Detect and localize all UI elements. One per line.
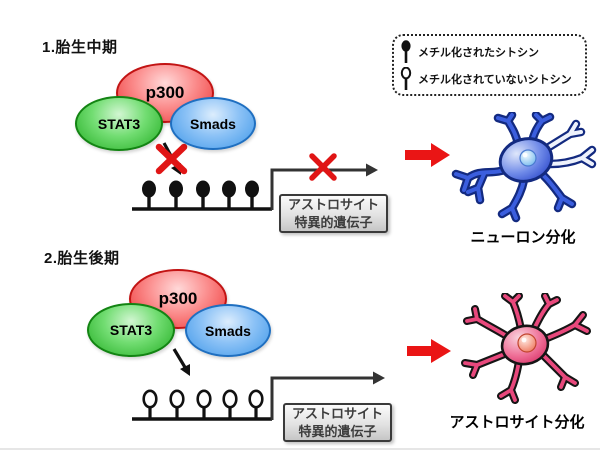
stat3-label: STAT3 [109, 322, 153, 338]
gene-box-line1: アストロサイト [291, 406, 383, 422]
binding-arrow-active [172, 348, 190, 376]
methylated-cytosine-icons [142, 180, 259, 209]
methylated-cytosine-icon [401, 39, 411, 63]
unmethylated-cytosine-icon [196, 389, 212, 419]
unmethylated-cytosine-icons [142, 389, 264, 419]
red-block-arrow-icon [407, 339, 451, 363]
methylated-cytosine-icon [245, 180, 259, 209]
astrocyte-gene-box: アストロサイト 特異的遺伝子 [279, 194, 388, 233]
smads-label: Smads [205, 322, 251, 339]
neuron-differentiation-label: ニューロン分化 [470, 229, 576, 246]
methylated-cytosine-icon [142, 180, 156, 209]
section-2-title: 2.胎生後期 [44, 250, 120, 267]
red-x-binding-icon [155, 143, 188, 175]
red-block-arrow-icon [405, 143, 450, 167]
stat3-ellipse: STAT3 [87, 303, 175, 357]
methylated-cytosine-icon [222, 180, 236, 209]
unmethylated-cytosine-icon [222, 389, 238, 419]
astrocyte-gene-box: アストロサイト 特異的遺伝子 [283, 403, 392, 442]
unmethylated-cytosine-icon [248, 389, 264, 419]
stat3-ellipse: STAT3 [75, 96, 163, 151]
methylated-cytosine-icon [196, 180, 210, 209]
smads-label: Smads [190, 115, 236, 132]
neuron-illustration [451, 112, 597, 223]
legend-box: メチル化されたシトシン メチル化されていないシトシン [392, 34, 587, 96]
smads-ellipse: Smads [185, 304, 271, 357]
p300-label: p300 [158, 289, 198, 308]
red-x-transcription-icon [309, 153, 337, 181]
unmethylated-cytosine-icon [169, 389, 185, 419]
gene-box-line1: アストロサイト [287, 197, 379, 213]
stat3-label: STAT3 [97, 115, 141, 132]
astrocyte-differentiation-label: アストロサイト分化 [449, 414, 585, 431]
gene-box-line2: 特異的遺伝子 [298, 423, 377, 439]
p300-label: p300 [145, 83, 185, 102]
methylated-cytosine-icon [169, 180, 183, 209]
smads-ellipse: Smads [170, 97, 256, 150]
binding-arrow-blocked [162, 142, 181, 175]
unmethylated-cytosine-icon [400, 66, 412, 90]
unmethylated-cytosine-icon [142, 389, 158, 419]
gene-box-line2: 特異的遺伝子 [294, 214, 373, 230]
legend-row-unmethylated: メチル化されていないシトシン [400, 66, 579, 91]
legend-row-methylated: メチル化されたシトシン [400, 39, 579, 64]
legend-label-methylated: メチル化されたシトシン [418, 46, 539, 59]
astrocyte-illustration [461, 293, 591, 404]
legend-label-unmethylated: メチル化されていないシトシン [418, 73, 572, 86]
section-1-title: 1.胎生中期 [42, 39, 118, 56]
